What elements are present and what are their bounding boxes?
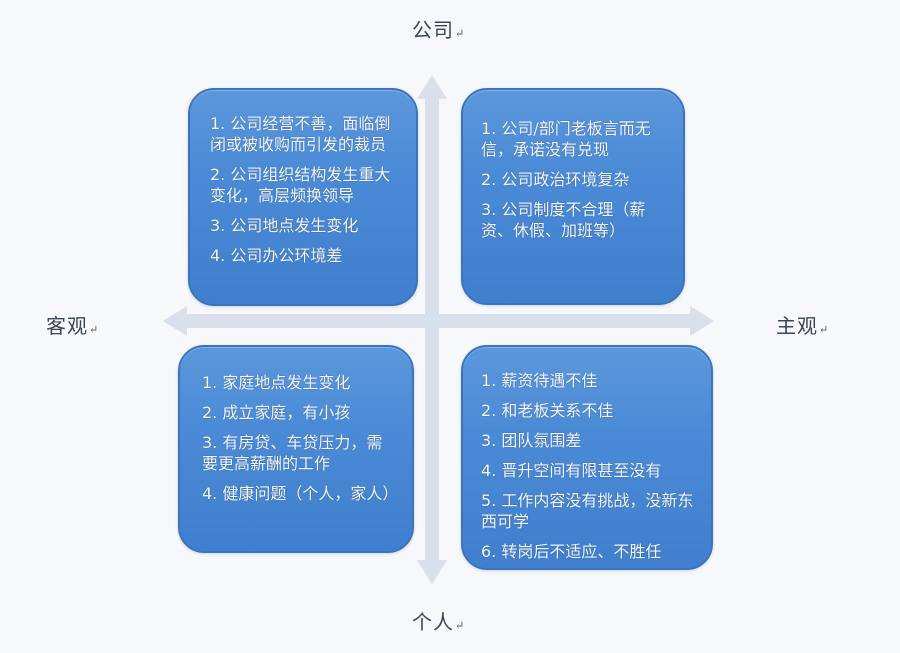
return-mark-icon: ↵ [819, 323, 830, 336]
axis-label-objective: 客观↵ [46, 310, 99, 339]
list-item: 1. 公司/部门老板言而无信，承诺没有兑现 [481, 119, 651, 159]
list-item: 3. 有房贷、车贷压力，需要更高薪酬的工作 [202, 433, 383, 473]
quadrant-company-objective: 1. 公司经营不善，面临倒闭或被收购而引发的裁员 2. 公司组织结构发生重大变化… [188, 88, 418, 306]
list-item: 2. 成立家庭，有小孩 [202, 403, 351, 422]
arrow-down-icon [417, 560, 447, 584]
axis-label-company: 公司↵ [412, 14, 465, 43]
arrow-left-icon [163, 306, 187, 336]
arrow-up-icon [417, 75, 447, 99]
quadrant-company-subjective: 1. 公司/部门老板言而无信，承诺没有兑现 2. 公司政治环境复杂 3. 公司制… [461, 88, 685, 305]
horizontal-axis [185, 314, 695, 328]
list-item: 4. 健康问题（个人，家人） [202, 484, 399, 503]
quadrant-personal-objective: 1. 家庭地点发生变化 2. 成立家庭，有小孩 3. 有房贷、车贷压力，需要更高… [178, 345, 414, 553]
list-item: 4. 公司办公环境差 [210, 246, 343, 265]
list-item: 1. 公司经营不善，面临倒闭或被收购而引发的裁员 [210, 114, 391, 154]
axis-label-text: 客观 [46, 314, 88, 338]
list-item: 3. 公司制度不合理（薪资、休假、加班等） [481, 200, 646, 240]
quadrant-personal-subjective: 1. 薪资待遇不佳 2. 和老板关系不佳 3. 团队氛围差 4. 晋升空间有限甚… [461, 345, 713, 570]
list-item: 4. 晋升空间有限甚至没有 [481, 461, 662, 480]
axis-label-text: 主观 [776, 314, 818, 338]
list-item: 1. 薪资待遇不佳 [481, 371, 598, 390]
axis-label-personal: 个人↵ [412, 606, 465, 635]
return-mark-icon: ↵ [455, 27, 466, 40]
list-item: 3. 团队氛围差 [481, 431, 582, 450]
axis-label-text: 个人 [412, 610, 454, 634]
axis-label-subjective: 主观↵ [776, 310, 829, 339]
list-item: 5. 工作内容没有挑战，没新东西可学 [481, 491, 694, 531]
list-item: 3. 公司地点发生变化 [210, 216, 359, 235]
return-mark-icon: ↵ [455, 619, 466, 632]
vertical-axis [425, 95, 439, 565]
list-item: 2. 公司组织结构发生重大变化，高层频换领导 [210, 165, 391, 205]
list-item: 2. 和老板关系不佳 [481, 401, 614, 420]
axis-label-text: 公司 [412, 18, 454, 42]
arrow-right-icon [690, 306, 714, 336]
list-item: 1. 家庭地点发生变化 [202, 373, 351, 392]
list-item: 6. 转岗后不适应、不胜任 [481, 542, 662, 561]
return-mark-icon: ↵ [89, 323, 100, 336]
list-item: 2. 公司政治环境复杂 [481, 170, 630, 189]
